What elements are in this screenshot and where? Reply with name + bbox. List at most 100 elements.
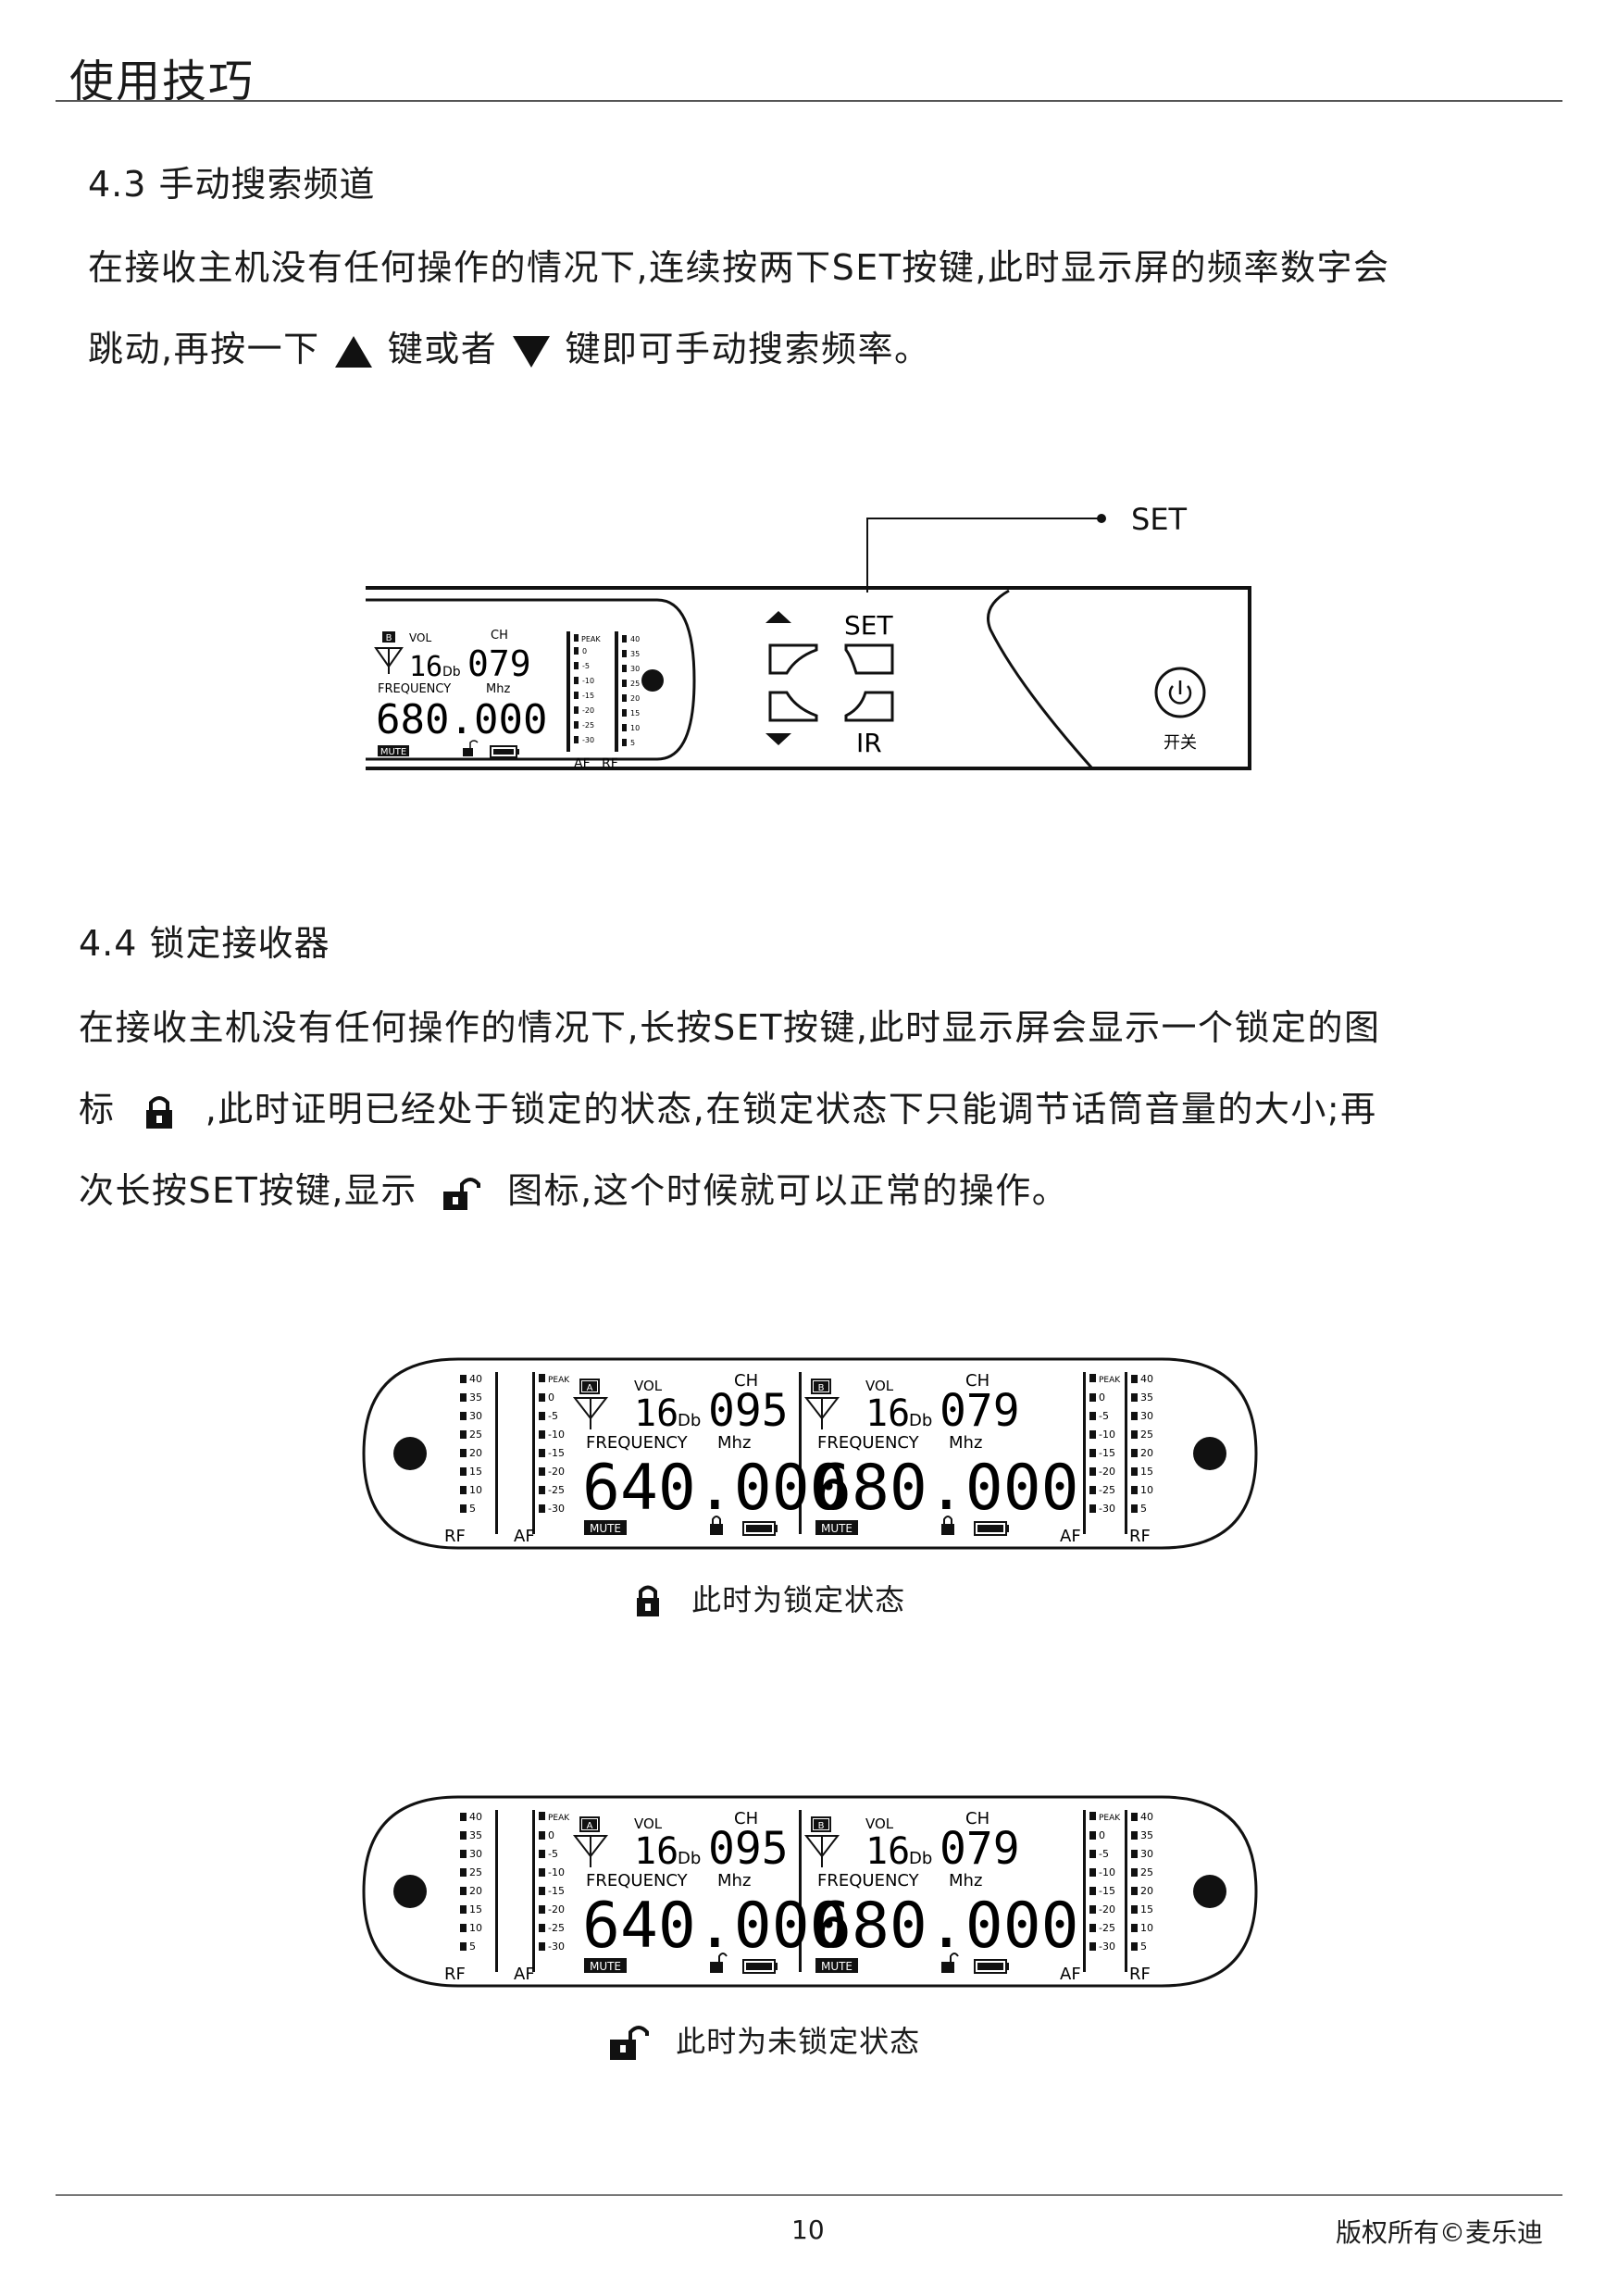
af-label: AF <box>514 1965 535 1984</box>
af-scale-bar <box>574 692 579 699</box>
rf-scale-tick: 30 <box>469 1848 482 1860</box>
frequency-value: 680.000 <box>376 696 547 743</box>
af-scale-bar <box>1089 1942 1096 1951</box>
rf-scale-bar <box>1131 1887 1138 1895</box>
channel-badge-label: B <box>818 1383 825 1393</box>
af-scale-bar <box>574 662 579 669</box>
vol-value: 16 <box>865 1830 910 1873</box>
af-scale-tick: -20 <box>548 1903 565 1915</box>
af-scale-tick: -30 <box>1099 1940 1115 1953</box>
af-scale-tick: 0 <box>1099 1829 1105 1841</box>
af-scale-bar <box>1089 1430 1096 1439</box>
rf-scale-tick: 15 <box>630 709 640 718</box>
rf-scale-bar <box>460 1868 467 1877</box>
af-scale-tick: 0 <box>548 1829 554 1841</box>
unlock-icon <box>610 2026 649 2060</box>
down-button[interactable] <box>768 691 818 722</box>
af-scale-bar <box>539 1467 545 1476</box>
af-scale-tick: -20 <box>1099 1903 1115 1915</box>
rf-label: RF <box>444 1527 466 1546</box>
af-scale-bar <box>539 1430 545 1439</box>
ir-button[interactable] <box>844 691 894 722</box>
mute-label: MUTE <box>590 1522 621 1535</box>
af-scale-tick: 0 <box>548 1391 554 1404</box>
antenna-icon <box>803 1835 840 1867</box>
rf-scale-bar <box>622 724 627 731</box>
rf-scale-bar <box>460 1412 467 1420</box>
rf-label: RF <box>444 1965 466 1984</box>
rf-scale-tick: 5 <box>469 1940 476 1953</box>
para-text: 跳动,再按一下 <box>88 329 320 369</box>
unlock-icon <box>710 1953 728 1973</box>
set-button[interactable] <box>844 643 894 675</box>
af-scale-bar <box>574 706 579 714</box>
channel-badge <box>811 1816 831 1832</box>
set-button-label: SET <box>844 610 893 641</box>
db-label: Db <box>678 1411 701 1430</box>
rf-scale-bar <box>1131 1905 1138 1914</box>
rf-scale-tick: 25 <box>1140 1429 1153 1441</box>
header-divider <box>56 100 1562 102</box>
rf-scale-bar <box>460 1831 467 1840</box>
af-scale-tick: -30 <box>548 1940 565 1953</box>
rf-scale-tick: 10 <box>469 1484 482 1496</box>
power-button[interactable] <box>1154 667 1206 718</box>
mute-badge <box>815 1520 858 1535</box>
af-scale-bar <box>539 1486 545 1494</box>
mhz-label: Mhz <box>486 682 510 696</box>
section-4-3-paragraph: 在接收主机没有任何操作的情况下,连续按两下SET按键,此时显示屏的频率数字会 跳… <box>88 227 1390 390</box>
up-triangle-icon <box>335 335 373 368</box>
vol-label: VOL <box>865 1378 894 1394</box>
mhz-label: Mhz <box>717 1433 751 1453</box>
db-label: Db <box>442 665 461 680</box>
rf-label: RF <box>1129 1527 1151 1546</box>
af-label: AF <box>1060 1527 1081 1546</box>
up-button[interactable] <box>768 643 818 675</box>
para-line: 次长按SET按键,显示 图标,这个时候就可以正常的操作。 <box>79 1150 1381 1231</box>
mhz-label: Mhz <box>949 1871 982 1890</box>
rf-scale-bar <box>622 635 627 643</box>
para-text: 标 <box>79 1089 116 1129</box>
rf-scale-bar <box>622 709 627 717</box>
battery-icon <box>742 1521 778 1536</box>
mute-badge <box>815 1958 858 1973</box>
caption-unlocked: 此时为未锁定状态 <box>606 2018 920 2064</box>
rf-meter <box>615 631 618 752</box>
rf-scale-bar <box>460 1467 467 1476</box>
peak-label: PEAK <box>1099 1814 1121 1823</box>
callout-set-label: SET <box>1131 502 1188 537</box>
rf-meter-left <box>495 1372 498 1534</box>
rf-scale-bar <box>1131 1449 1138 1457</box>
rf-meter-right <box>1125 1810 1127 1972</box>
af-scale-tick: -10 <box>1099 1866 1115 1878</box>
af-scale-bar <box>1089 1887 1096 1895</box>
rf-scale-tick: 35 <box>469 1829 482 1841</box>
af-meter-left <box>532 1810 535 1972</box>
ch-value: 079 <box>940 1823 1020 1875</box>
af-scale-tick: -25 <box>1099 1922 1115 1934</box>
indicator-dot <box>641 669 664 692</box>
mhz-label: Mhz <box>949 1433 982 1453</box>
af-scale-tick: -30 <box>582 736 594 744</box>
channel-badge-label: B <box>386 633 392 643</box>
rf-scale-bar <box>460 1430 467 1439</box>
af-scale-bar <box>539 1850 545 1858</box>
channel-badge-fill <box>582 1819 597 1829</box>
channel-badge-fill <box>582 1381 597 1391</box>
channel-badge <box>382 631 395 643</box>
peak-label: PEAK <box>548 1814 570 1823</box>
para-text: 次长按SET按键,显示 <box>79 1170 417 1211</box>
rf-scale-tick: 30 <box>1140 1410 1153 1422</box>
caption-text: 此时为未锁定状态 <box>676 2024 921 2059</box>
rf-scale-tick: 25 <box>630 680 640 688</box>
antenna-icon <box>572 1835 609 1867</box>
rf-label: RF <box>602 756 618 771</box>
mute-label: MUTE <box>380 747 406 757</box>
lock-icon <box>710 1516 723 1535</box>
af-scale-tick: -15 <box>582 692 594 700</box>
rf-scale-bar <box>1131 1393 1138 1402</box>
rf-scale-tick: 20 <box>1140 1885 1153 1897</box>
rf-scale-tick: 10 <box>1140 1484 1153 1496</box>
rf-scale-tick: 5 <box>469 1503 476 1515</box>
